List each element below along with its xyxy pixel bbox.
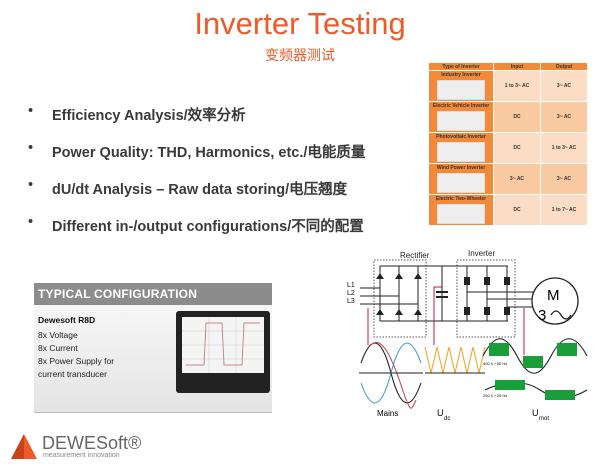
output-cell: 3~ AC — [540, 101, 588, 133]
spec-line: 8x Power Supply for — [38, 356, 115, 366]
inverter-circuit-diagram: Rectifier Inverter L1 L2 L3 M 3 400 V / … — [347, 249, 588, 422]
output-cell: 1 to 3~ AC — [540, 132, 588, 164]
input-cell: 1 to 3~ AC — [493, 70, 541, 102]
car-image — [437, 111, 485, 131]
wind-turbine-image — [437, 173, 485, 193]
waveform-label-200v: 200 V / 25 Hz — [483, 393, 507, 398]
device-specs: 8x Voltage 8x Current 8x Power Supply fo… — [38, 329, 114, 381]
inverter-image — [437, 80, 485, 100]
umot-subscript: mot — [539, 416, 549, 422]
udc-label: U — [437, 408, 444, 418]
spec-line: current transducer — [38, 369, 107, 379]
mains-label: Mains — [377, 409, 398, 418]
device-name: Dewesoft R8D — [38, 315, 96, 325]
column-header: Output — [540, 62, 588, 71]
logo-tagline: measurement innovation — [43, 452, 120, 459]
l1-label: L1 — [347, 282, 355, 289]
inverter-type: Wind Power Inverter — [436, 165, 486, 171]
dewesoft-logo-text: DEWESoft® — [42, 433, 142, 453]
rectifier-box — [373, 259, 427, 338]
dewesoft-logo-icon — [11, 434, 37, 459]
slide-title: Inverter Testing — [194, 6, 406, 41]
bullet-item: Different in-/output configurations/不同的配… — [28, 214, 365, 252]
config-header: TYPICAL CONFIGURATION — [34, 283, 272, 305]
slide-subtitle: 变频器测试 — [265, 47, 335, 63]
output-cell: 1 to 7~ AC — [540, 194, 588, 226]
l2-label: L2 — [347, 290, 355, 297]
input-cell: DC — [493, 132, 541, 164]
bullet-list: Efficiency Analysis/效率分析 Power Quality: … — [28, 103, 365, 252]
bullet-item: Efficiency Analysis/效率分析 — [28, 103, 365, 141]
r8d-device-image — [176, 311, 270, 393]
input-cell: DC — [493, 194, 541, 226]
rectifier-label: Rectifier — [400, 251, 430, 260]
motor-icon — [531, 277, 579, 325]
l3-label: L3 — [347, 298, 355, 305]
spec-line: 8x Current — [38, 343, 78, 353]
inverter-type: Industry Inverter — [441, 72, 481, 78]
column-header: Input — [493, 62, 541, 71]
output-cell: 3~ AC — [540, 70, 588, 102]
umot-label: U — [532, 408, 539, 418]
inverter-label: Inverter — [468, 249, 495, 258]
typical-configuration-panel: TYPICAL CONFIGURATION Dewesoft R8D 8x Vo… — [34, 283, 272, 413]
input-cell: 3~ AC — [493, 163, 541, 195]
spec-line: 8x Voltage — [38, 330, 78, 340]
bullet-item: Power Quality: THD, Harmonics, etc./电能质量 — [28, 140, 365, 178]
column-header: Type of Inverter — [428, 62, 494, 71]
inverter-type: Electric Vehicle Inverter — [432, 103, 490, 109]
input-cell: DC — [493, 101, 541, 133]
motor-phase-label: 3 — [538, 307, 546, 324]
inverter-type: Electric Two-Wheeler — [435, 196, 487, 202]
output-cell: 3~ AC — [540, 163, 588, 195]
motor-m-label: M — [547, 287, 560, 304]
inverter-type: Photovoltaic Inverter — [436, 134, 486, 140]
bullet-item: dU/dt Analysis – Raw data storing/电压翘度 — [28, 177, 365, 215]
waveform-label-400v: 400 V / 50 Hz — [483, 361, 507, 366]
udc-subscript: dc — [444, 416, 450, 422]
solar-panel-image — [437, 142, 485, 162]
two-wheeler-image — [437, 204, 485, 224]
